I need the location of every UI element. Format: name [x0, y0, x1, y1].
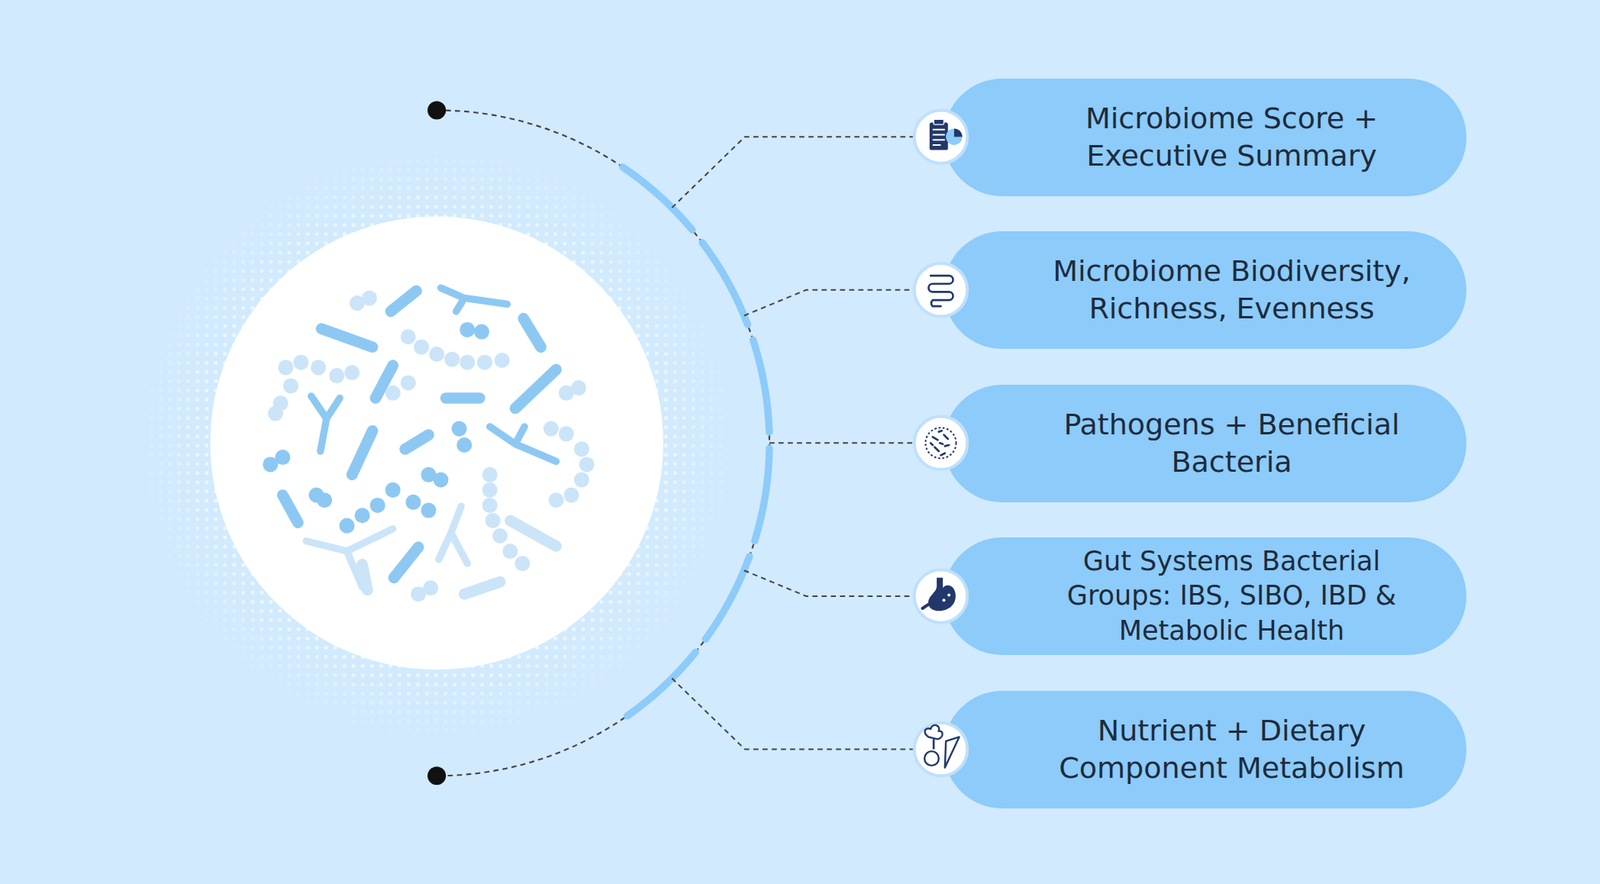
- broccoli-stem: [932, 738, 936, 749]
- coccus: [574, 471, 590, 488]
- coccus: [277, 359, 294, 375]
- stomach-exit: [922, 604, 929, 609]
- coccus: [329, 367, 345, 384]
- coccus: [570, 380, 587, 396]
- coccus: [344, 364, 360, 381]
- bacteria-group: [262, 287, 594, 602]
- coccus: [274, 449, 291, 465]
- coccus: [564, 487, 580, 504]
- coccus: [482, 467, 498, 483]
- intestine-symbol: [928, 275, 953, 307]
- y-bacteria: [311, 287, 557, 462]
- icon-ring: [914, 722, 968, 777]
- coccus: [485, 512, 501, 529]
- pill-box: Nutrient + Dietary Component Metabolism: [943, 690, 1467, 809]
- icon-report: [914, 109, 968, 164]
- coccus: [370, 497, 386, 513]
- coccus: [444, 351, 460, 368]
- icon-stomach: [914, 569, 968, 623]
- pill-label: Microbiome Score + Executive Summary: [1018, 100, 1446, 176]
- coccus: [459, 354, 475, 371]
- clipboard-symbol: [929, 122, 949, 150]
- coccus: [477, 354, 493, 371]
- pill-box: Microbiome Biodiversity, Richness, Evenn…: [943, 231, 1467, 349]
- pill-label: Pathogens + Beneficial Bacteria: [1018, 406, 1446, 482]
- coccus: [354, 507, 371, 523]
- coccus: [308, 487, 324, 504]
- coccus: [432, 471, 449, 488]
- stomach-dot: [947, 593, 951, 597]
- icon-microbes: [914, 416, 968, 471]
- coccus: [413, 339, 430, 355]
- coccus: [514, 555, 530, 571]
- coccus: [474, 324, 490, 340]
- pill-box: Gut Systems Bacterial Groups: IBS, SIBO,…: [943, 537, 1467, 655]
- coccus: [385, 482, 401, 498]
- coccus: [422, 580, 439, 596]
- coccus: [482, 482, 498, 498]
- coccus: [492, 528, 508, 544]
- coccus: [574, 441, 590, 457]
- leader-line: [671, 136, 913, 208]
- dot-halo: [130, 136, 743, 749]
- stomach-dot: [941, 598, 946, 602]
- pie-slice: [954, 128, 963, 137]
- coccus: [405, 494, 421, 510]
- leader-line: [744, 290, 914, 317]
- icon-ring: [914, 109, 968, 164]
- icon-ring: [914, 569, 968, 623]
- icon-ring: [914, 263, 968, 317]
- coccus: [558, 425, 575, 442]
- microbe-dish: [925, 427, 956, 459]
- coccus: [400, 329, 417, 345]
- pill-box: Pathogens + Beneficial Bacteria: [943, 384, 1467, 503]
- icon-vegetables: [914, 722, 968, 777]
- arc-end-dot: [427, 766, 446, 785]
- pill-label: Nutrient + Dietary Component Metabolism: [1012, 712, 1452, 788]
- coccus: [338, 518, 355, 534]
- dashed-arc: [436, 109, 770, 776]
- coccus: [293, 354, 309, 371]
- broccoli-symbol: [925, 725, 943, 739]
- clipboard-lines: [932, 129, 946, 146]
- arc-end-dot: [427, 100, 446, 120]
- coccus: [420, 503, 436, 519]
- stomach-symbol: [928, 577, 956, 611]
- coccus: [310, 359, 326, 375]
- coccus: [543, 421, 559, 437]
- pill-box: Microbiome Score + Executive Summary: [943, 78, 1467, 197]
- coccus: [385, 385, 401, 401]
- coccus: [482, 497, 498, 513]
- microbe-symbol: [930, 430, 949, 455]
- leader-line: [671, 678, 913, 750]
- segment-arc: [622, 167, 770, 720]
- coccus: [548, 492, 564, 508]
- coccus: [502, 543, 518, 559]
- coccus: [456, 437, 472, 453]
- leader-line: [744, 570, 914, 597]
- leader-line: [769, 441, 913, 444]
- coccus: [579, 456, 595, 472]
- icon-intestine: [914, 263, 968, 317]
- icon-ring: [914, 416, 968, 471]
- pie-symbol: [945, 128, 962, 145]
- coccus: [400, 374, 417, 391]
- y-bacteria-light: [306, 506, 468, 588]
- coccus: [267, 406, 284, 422]
- coccus: [459, 322, 475, 338]
- clipboard-clip: [933, 119, 944, 125]
- coccus: [361, 290, 378, 306]
- petri-circle: [209, 216, 664, 670]
- pill-label: Gut Systems Bacterial Groups: IBS, SIBO,…: [1048, 544, 1416, 649]
- pill-label: Microbiome Biodiversity, Richness, Evenn…: [1014, 252, 1450, 329]
- coccus: [494, 352, 510, 368]
- coccus: [451, 421, 468, 437]
- coccus: [283, 377, 299, 394]
- coccus: [429, 346, 445, 362]
- carrot-symbol: [945, 736, 960, 768]
- tomato-symbol: [924, 751, 939, 766]
